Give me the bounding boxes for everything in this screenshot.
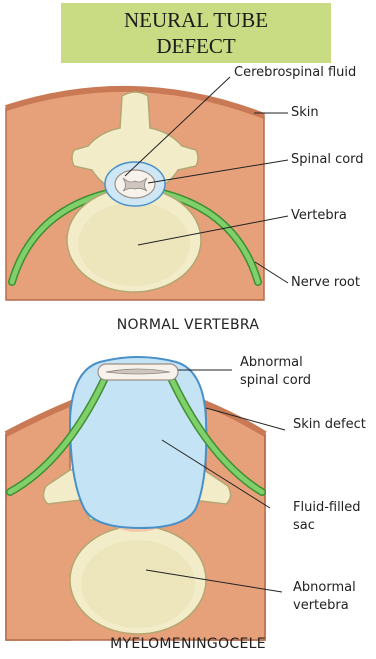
normal-vertebral-body-inner [78,202,190,286]
caption-myelomeningocele: MYELOMENINGOCELE [0,636,376,652]
label-abnormal-cord-line2: spinal cord [240,372,311,389]
label-skin-defect: Skin defect [293,416,366,433]
label-fluid-sac-line2: sac [293,517,315,534]
label-abnormal-vertebra-line1: Abnormal [293,579,356,596]
label-abnormal-vertebra-line2: vertebra [293,597,349,614]
label-spinal-cord: Spinal cord [291,151,364,168]
label-skin: Skin [291,104,319,121]
label-nerve-root: Nerve root [291,274,360,291]
label-abnormal-cord-line1: Abnormal [240,354,303,371]
label-fluid-sac-line1: Fluid-filled [293,499,361,516]
myelo-vertebral-body-inner [81,540,195,628]
normal-vertebra-illustration [6,77,288,300]
myelomeningocele-illustration [6,357,285,640]
label-vertebra: Vertebra [291,207,347,224]
label-cerebrospinal-fluid: Cerebrospinal fluid [234,64,356,81]
myelo-fluid-sac [70,357,206,528]
caption-normal-vertebra: NORMAL VERTEBRA [0,317,376,333]
